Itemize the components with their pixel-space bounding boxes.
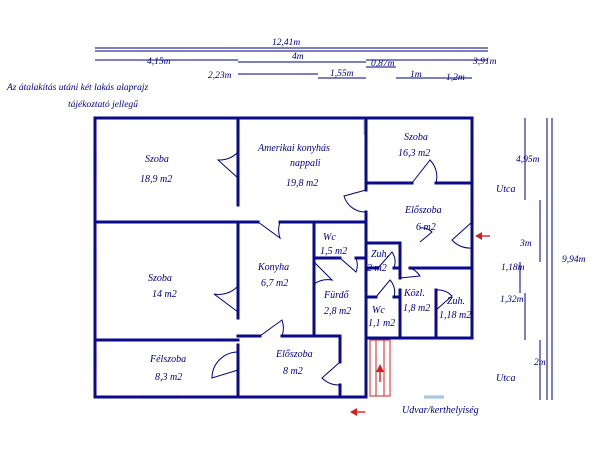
dim-side-2m: 2m [534, 358, 546, 368]
room-szoba2-name: Szoba [148, 273, 172, 284]
room-szoba1-area: 18,9 m2 [140, 174, 172, 185]
room-amerikai-name2: nappali [290, 158, 321, 169]
room-zuh2-name: Zuh. [447, 296, 465, 307]
room-szoba1-name: Szoba [145, 154, 169, 165]
label-udvar: Udvar/kerthelyiség [402, 405, 479, 416]
room-szoba-r-name: Szoba [404, 132, 428, 143]
dim-right-width: 3,91m [472, 57, 497, 67]
side-dimension-lines [519, 118, 553, 400]
room-eloszoba-r-area: 6 m2 [416, 222, 436, 233]
room-eloszoba-r-name: Előszoba [404, 205, 442, 216]
room-amerikai-area: 19,8 m2 [286, 178, 318, 189]
dim-155: 1,55m [330, 69, 354, 79]
dim-side-total: 9,94m [562, 255, 586, 265]
dim-12: 1,2m [446, 73, 465, 83]
room-wc2-name: Wc [372, 305, 385, 316]
entrance-markers [350, 232, 490, 416]
label-utca-top: Utca [496, 184, 515, 195]
room-konyha-name: Konyha [257, 262, 289, 273]
room-furdo-area: 2,8 m2 [324, 306, 351, 317]
room-zuh1-area: 2 m2 [367, 263, 387, 274]
dim-1m: 1m [410, 70, 422, 80]
top-dimension-lines [95, 47, 488, 79]
dim-side-118: 1,18m [501, 263, 525, 273]
room-zuh2-area: 1,18 m2 [439, 310, 471, 321]
dim-side-3m: 3m [519, 239, 532, 249]
doors [211, 151, 473, 386]
dim-total-width: 12,41m [272, 38, 300, 48]
dim-middle-width: 4m [292, 52, 304, 62]
room-konyha-area: 6,7 m2 [261, 278, 288, 289]
room-furdo-name: Fürdő [323, 290, 350, 301]
room-wc2-area: 1,1 m2 [368, 318, 395, 329]
room-wc1-name: Wc [323, 232, 336, 243]
room-zuh1-name: Zuh. [371, 249, 389, 260]
dim-left-width: 4,15m [147, 57, 171, 67]
room-eloszoba-b-name: Előszoba [275, 349, 313, 360]
title-line1: Az átalakítás utáni két lakás alaprajz [6, 83, 148, 93]
dim-side-495: 4,95m [516, 155, 540, 165]
room-kozl-name: Közl. [403, 288, 425, 299]
room-amerikai-name1: Amerikai konyhás [257, 143, 330, 154]
room-wc1-area: 1,5 m2 [320, 246, 347, 257]
walls [93, 116, 474, 399]
room-kozl-area: 1,8 m2 [403, 303, 430, 314]
room-szoba2-area: 14 m2 [152, 289, 177, 300]
room-felszoba-area: 8,3 m2 [155, 372, 182, 383]
room-felszoba-name: Félszoba [149, 354, 186, 365]
title-line2: tájékoztató jellegű [68, 99, 139, 110]
dim-223: 2,23m [208, 71, 232, 81]
room-szoba-r-area: 16,3 m2 [398, 148, 430, 159]
room-eloszoba-b-area: 8 m2 [283, 366, 303, 377]
dim-side-132: 1,32m [500, 295, 524, 305]
label-utca-bottom: Utca [496, 373, 515, 384]
dim-087: 0,87m [371, 59, 395, 69]
